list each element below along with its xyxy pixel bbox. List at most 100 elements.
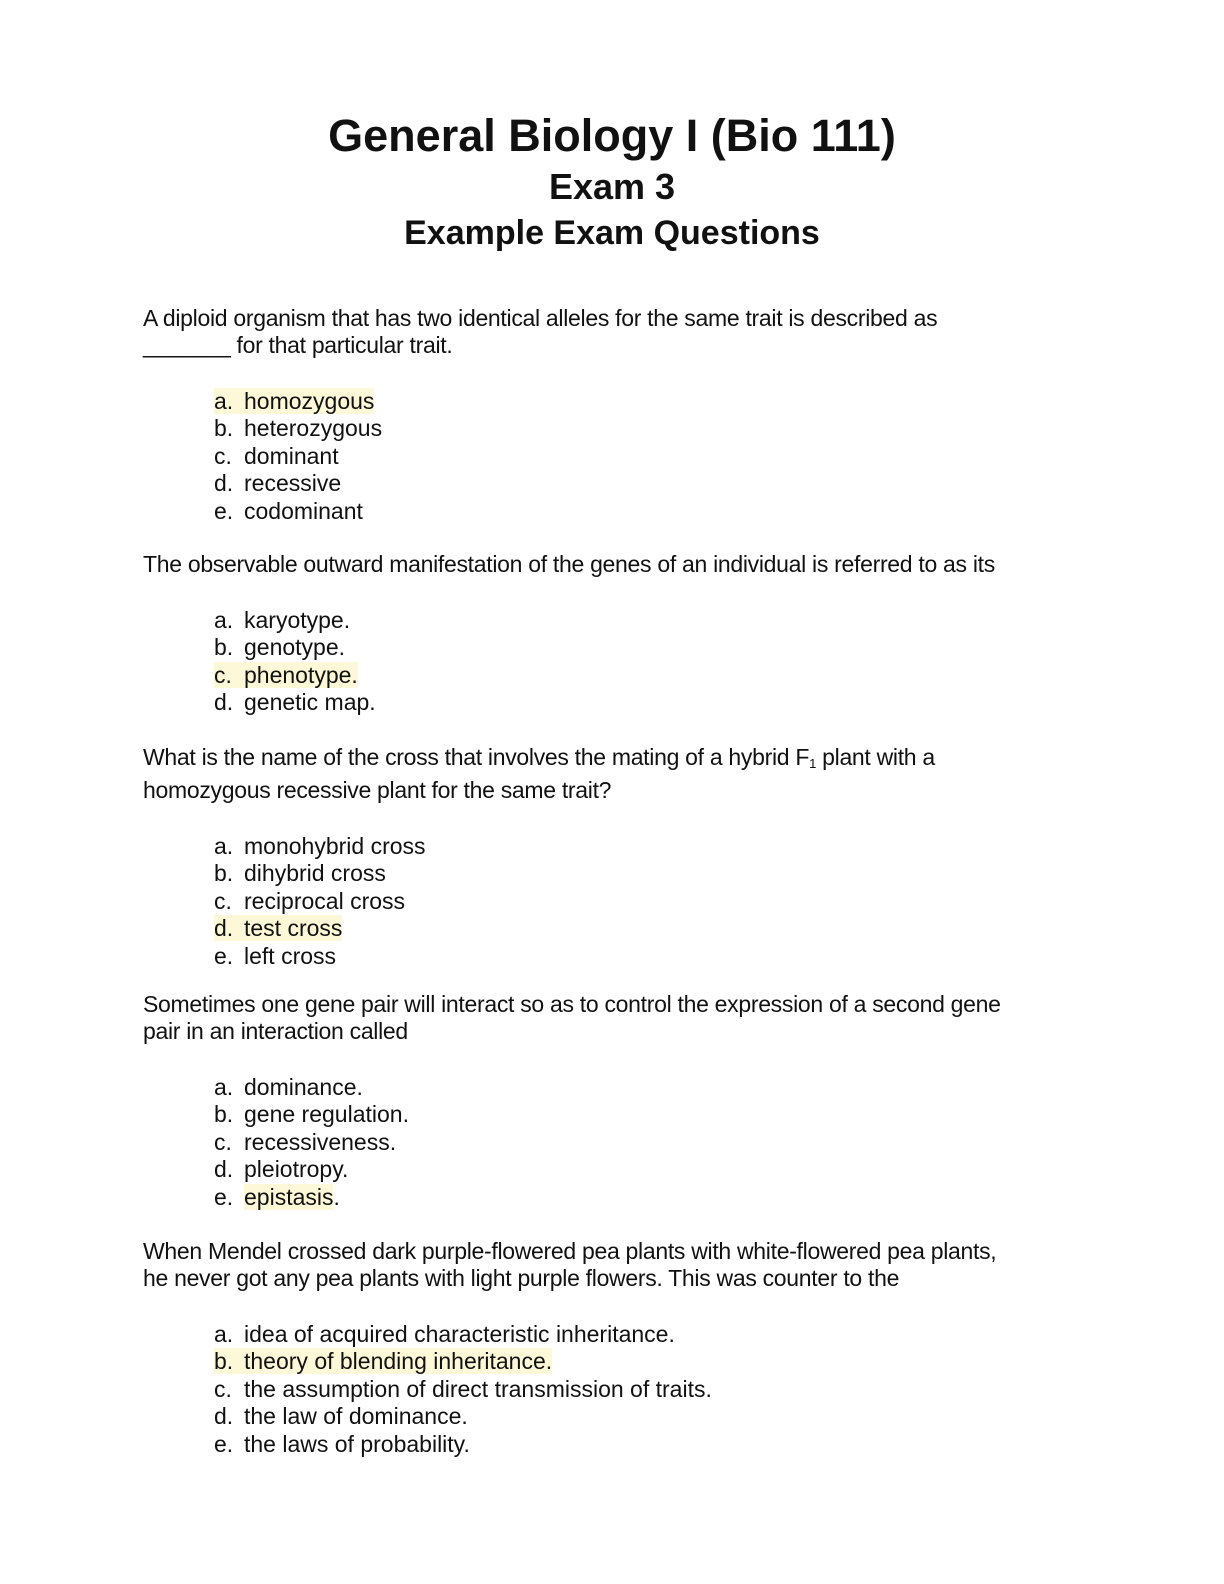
question-1-line-1: A diploid organism that has two identica… xyxy=(143,305,938,331)
option-1c[interactable]: c. dominant xyxy=(214,443,1114,470)
exam-number: Exam 3 xyxy=(548,166,676,207)
option-text: test cross xyxy=(244,915,343,942)
option-letter: e. xyxy=(214,942,234,969)
answer-highlight: c. phenotype. xyxy=(214,661,358,688)
option-text: genotype. xyxy=(244,634,346,661)
option-4e[interactable]: e. epistasis. xyxy=(214,1183,1114,1211)
question-5-line-1: When Mendel crossed dark purple-flowered… xyxy=(143,1238,997,1264)
option-1d[interactable]: d. recessive xyxy=(214,470,1114,497)
option-text: dihybrid cross xyxy=(244,860,386,887)
option-letter: a. xyxy=(214,388,234,414)
question-5-line-2: he never got any pea plants with light p… xyxy=(143,1265,900,1291)
question-3-line-1a: What is the name of the cross that invol… xyxy=(143,744,810,770)
question-3-options: a.monohybrid cross b. dihybrid cross c.re… xyxy=(214,833,1114,970)
option-letter: c. xyxy=(214,661,232,688)
option-text: codominant xyxy=(244,497,363,524)
answer-highlight: a. homozygous xyxy=(214,388,375,414)
question-4-options: a.dominance. b. gene regulation. c. recess… xyxy=(214,1074,1114,1211)
option-letter: b. xyxy=(214,1348,234,1375)
question-4-line-1: Sometimes one gene pair will interact so… xyxy=(143,991,1001,1017)
option-letter: d. xyxy=(214,1156,234,1183)
option-letter: a. xyxy=(214,607,234,633)
option-letter: e. xyxy=(214,1183,234,1210)
question-2-text: The observable outward manifestation of … xyxy=(143,551,1043,578)
question-5-options: a.idea of acquired characteristic inheri… xyxy=(214,1321,1114,1458)
option-letter: d. xyxy=(214,470,234,497)
page-header: General Biology I (Bio 111) Exam 3 Examp… xyxy=(0,108,1224,256)
option-letter: e. xyxy=(214,497,234,524)
option-2a[interactable]: a. karyotype. xyxy=(214,607,1114,634)
option-text: phenotype. xyxy=(244,661,358,688)
option-3e[interactable]: e. left cross xyxy=(214,943,1114,970)
answer-highlight: b. theory of blending inheritance. xyxy=(214,1348,553,1375)
option-text: heterozygous xyxy=(244,415,383,442)
option-letter: e. xyxy=(214,1430,234,1457)
option-letter: b. xyxy=(214,415,234,442)
question-5-text: When Mendel crossed dark purple-flowered… xyxy=(143,1238,1043,1292)
option-letter: c. xyxy=(214,1128,232,1155)
option-1a[interactable]: a. homozygous xyxy=(214,388,1114,415)
option-letter: b. xyxy=(214,860,234,887)
option-1b[interactable]: b. heterozygous xyxy=(214,415,1114,442)
option-text: genetic map. xyxy=(244,689,376,716)
option-3d[interactable]: d. test cross xyxy=(214,915,1114,942)
option-5a[interactable]: a.idea of acquired characteristic inheri… xyxy=(214,1321,1114,1348)
option-letter: d. xyxy=(214,1403,234,1430)
option-4c[interactable]: c. recessiveness. xyxy=(214,1129,1114,1156)
option-2d[interactable]: d. genetic map. xyxy=(214,689,1114,716)
option-text: karyotype. xyxy=(244,607,351,633)
question-4-text: Sometimes one gene pair will interact so… xyxy=(143,991,1043,1045)
option-text: dominant xyxy=(244,442,339,469)
option-letter: d. xyxy=(214,915,234,942)
option-letter: b. xyxy=(214,1101,234,1128)
question-2-line-1: The observable outward manifestation of … xyxy=(143,551,995,577)
option-text: epistasis xyxy=(244,1183,334,1210)
option-3a[interactable]: a.monohybrid cross xyxy=(214,833,1114,860)
option-suffix: . xyxy=(333,1183,340,1210)
question-4: Sometimes one gene pair will interact so… xyxy=(143,991,1043,1211)
option-text: the law of dominance. xyxy=(244,1403,468,1430)
option-5c[interactable]: c. the assumption of direct transmission … xyxy=(214,1376,1114,1403)
option-letter: c. xyxy=(214,1375,232,1402)
option-2b[interactable]: b.genotype. xyxy=(214,634,1114,661)
option-4d[interactable]: d. pleiotropy. xyxy=(214,1156,1114,1183)
page-title: General Biology I (Bio 111) xyxy=(328,110,896,161)
option-4b[interactable]: b. gene regulation. xyxy=(214,1101,1114,1128)
option-1e[interactable]: e. codominant xyxy=(214,498,1114,525)
subscript: 1 xyxy=(809,756,817,771)
option-text: idea of acquired characteristic inherita… xyxy=(244,1321,675,1347)
option-letter: c. xyxy=(214,442,232,469)
option-text: theory of blending inheritance. xyxy=(244,1348,553,1375)
option-text: recessive xyxy=(244,470,342,497)
question-4-line-2: pair in an interaction called xyxy=(143,1018,408,1044)
option-5b[interactable]: b. theory of blending inheritance. xyxy=(214,1348,1114,1375)
question-3-text: What is the name of the cross that invol… xyxy=(143,744,1043,804)
question-1-line-2: _______ for that particular trait. xyxy=(143,332,453,358)
option-2c[interactable]: c. phenotype. xyxy=(214,661,1114,689)
option-letter: a. xyxy=(214,1074,234,1100)
answer-highlight: epistasis xyxy=(244,1183,334,1210)
option-text: the laws of probability. xyxy=(244,1430,470,1457)
option-text: the assumption of direct transmission of… xyxy=(244,1375,712,1402)
option-text: pleiotropy. xyxy=(244,1156,349,1183)
question-2-options: a. karyotype. b.genotype. c. phenotype. d.… xyxy=(214,607,1114,717)
question-1: A diploid organism that has two identica… xyxy=(143,305,1043,525)
option-text: homozygous xyxy=(244,388,375,414)
option-3c[interactable]: c.reciprocal cross xyxy=(214,888,1114,915)
page-subtitle: Example Exam Questions xyxy=(404,214,820,252)
option-text: left cross xyxy=(244,942,337,969)
question-3: What is the name of the cross that invol… xyxy=(143,744,1043,970)
question-1-options: a. homozygous b. heterozygous c. dominant d… xyxy=(214,388,1114,525)
option-5e[interactable]: e. the laws of probability. xyxy=(214,1431,1114,1458)
question-3-line-2: homozygous recessive plant for the same … xyxy=(143,777,612,803)
question-3-line-1b: plant with a xyxy=(816,744,935,770)
option-letter: c. xyxy=(214,887,232,914)
question-1-text: A diploid organism that has two identica… xyxy=(143,305,1043,359)
option-5d[interactable]: d. the law of dominance. xyxy=(214,1403,1114,1430)
option-letter: a. xyxy=(214,833,234,859)
option-4a[interactable]: a.dominance. xyxy=(214,1074,1114,1101)
option-text: gene regulation. xyxy=(244,1101,409,1128)
option-letter: d. xyxy=(214,689,234,716)
option-3b[interactable]: b. dihybrid cross xyxy=(214,860,1114,887)
option-text: recessiveness. xyxy=(244,1128,397,1155)
